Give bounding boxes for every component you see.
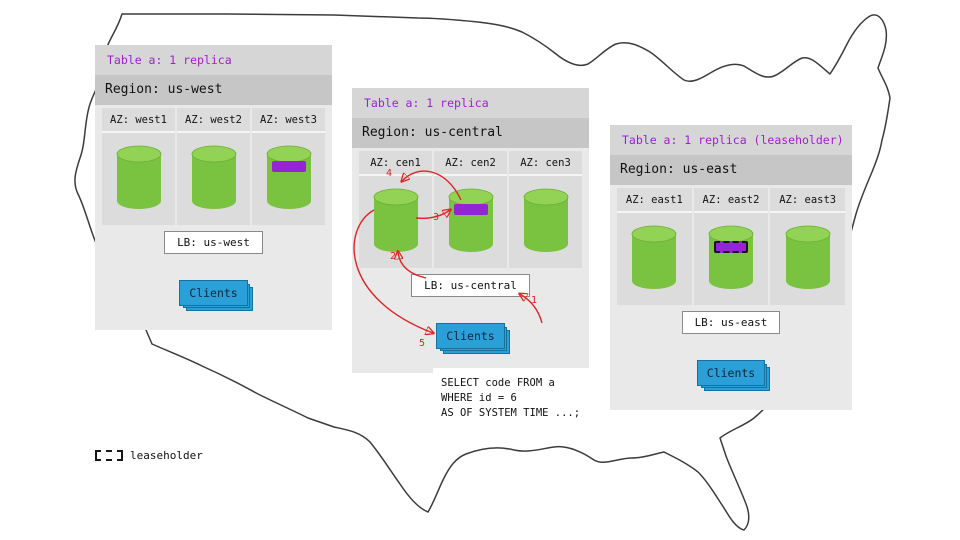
region-panel-us-central: Table a: 1 replica Region: us-central AZ… (352, 88, 589, 373)
az-column-east2: AZ: east2 (693, 188, 769, 305)
replica-band (453, 204, 488, 215)
database-cylinder (177, 133, 250, 225)
az-label: AZ: east2 (693, 188, 769, 213)
replica-band (271, 161, 306, 172)
cylinder-icon (191, 145, 236, 209)
az-column-east1: AZ: east1 (617, 188, 692, 305)
cylinder-icon (373, 188, 418, 252)
flow-step-3: 3 (433, 212, 440, 223)
az-label: AZ: cen2 (434, 151, 507, 176)
clients-button-us-east[interactable]: Clients (696, 360, 771, 391)
sql-line: WHERE id = 6 (441, 392, 517, 404)
az-row: AZ: east1 AZ: east2 (617, 188, 846, 305)
sql-query-box: SELECT code FROM a WHERE id = 6 AS OF SY… (433, 368, 609, 429)
cylinder-icon (785, 225, 831, 289)
region-label: Region: us-east (610, 155, 852, 185)
cylinder-icon (631, 225, 677, 289)
legend: leaseholder (95, 449, 203, 462)
sql-line: AS OF SYSTEM TIME ...; (441, 407, 581, 419)
flow-step-4: 4 (386, 168, 393, 179)
load-balancer-us-central: LB: us-central (411, 274, 530, 297)
flow-step-1: 1 (531, 295, 538, 306)
az-label: AZ: east3 (770, 188, 846, 213)
region-panel-us-east: Table a: 1 replica (leaseholder) Region:… (610, 125, 852, 410)
cylinder-icon (266, 145, 311, 209)
table-replica-label: Table a: 1 replica (leaseholder) (610, 125, 852, 155)
cylinder-icon (116, 145, 161, 209)
az-column-west2: AZ: west2 (177, 108, 250, 225)
region-label: Region: us-central (352, 118, 589, 148)
leaseholder-swatch-icon (95, 450, 123, 461)
flow-step-2: 2 (390, 251, 397, 262)
az-label: AZ: west2 (177, 108, 250, 133)
az-label: AZ: west1 (102, 108, 175, 133)
cylinder-icon (708, 225, 754, 289)
region-panel-us-west: Table a: 1 replica Region: us-west AZ: w… (95, 45, 332, 330)
az-label: AZ: cen3 (509, 151, 582, 176)
database-cylinder (509, 176, 582, 268)
az-label: AZ: east1 (617, 188, 692, 213)
az-row: AZ: west1 AZ: west2 AZ: (102, 108, 325, 225)
database-cylinder (252, 133, 325, 225)
database-cylinder (694, 213, 769, 305)
az-column-east3: AZ: east3 (770, 188, 846, 305)
flow-step-5: 5 (419, 338, 426, 349)
database-cylinder (617, 213, 692, 305)
cylinder-icon (448, 188, 493, 252)
az-column-cen3: AZ: cen3 (509, 151, 582, 268)
clients-button-us-west[interactable]: Clients (179, 280, 254, 311)
table-replica-label: Table a: 1 replica (352, 88, 589, 118)
table-replica-label: Table a: 1 replica (95, 45, 332, 75)
clients-button-us-central[interactable]: Clients (436, 323, 511, 354)
leaseholder-band (714, 241, 748, 253)
load-balancer-us-east: LB: us-east (681, 311, 781, 334)
az-label: AZ: west3 (252, 108, 325, 133)
database-cylinder (770, 213, 845, 305)
az-column-cen2: AZ: cen2 (434, 151, 507, 268)
database-cylinder (102, 133, 175, 225)
database-cylinder (434, 176, 507, 268)
sql-line: SELECT code FROM a (441, 377, 555, 389)
cylinder-icon (523, 188, 568, 252)
load-balancer-us-west: LB: us-west (164, 231, 263, 254)
legend-label: leaseholder (130, 449, 203, 462)
az-column-west3: AZ: west3 (252, 108, 325, 225)
az-column-west1: AZ: west1 (102, 108, 175, 225)
region-label: Region: us-west (95, 75, 332, 105)
az-label: AZ: cen1 (359, 151, 432, 176)
